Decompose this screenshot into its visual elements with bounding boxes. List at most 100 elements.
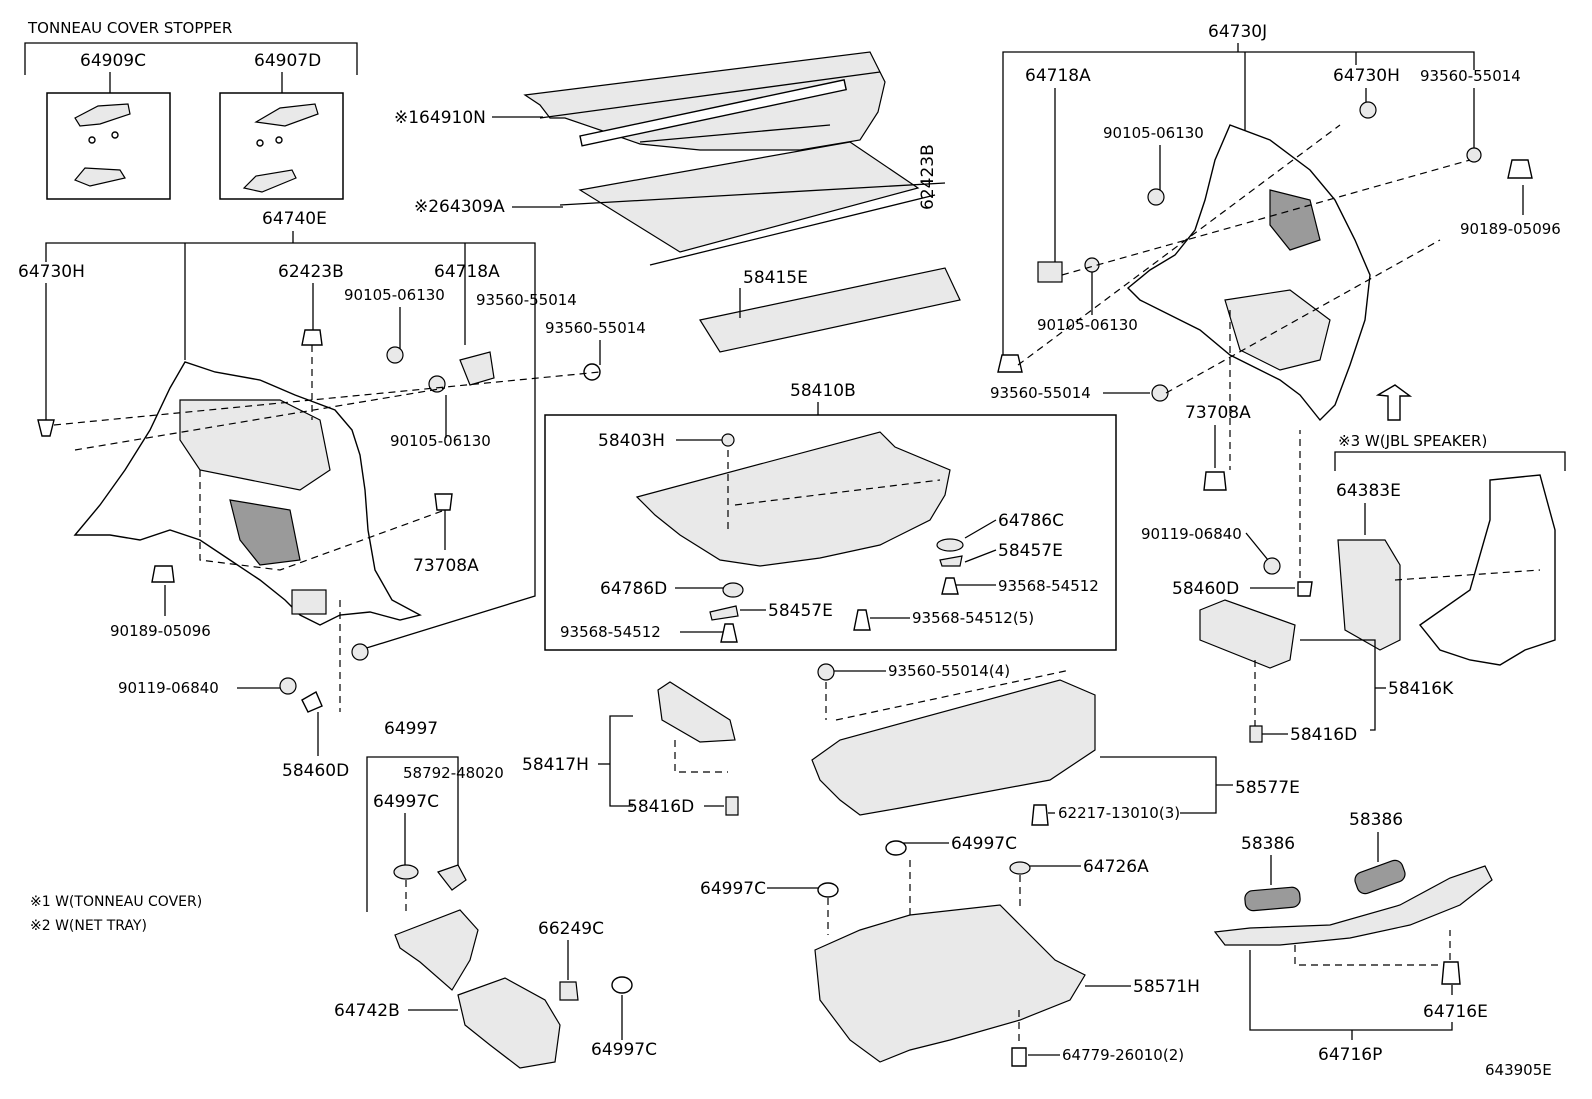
floor-mat-58415E [699, 267, 961, 353]
stopper-box-left [46, 92, 171, 200]
note-3-label: ※3 W(JBL SPEAKER) [1338, 432, 1487, 450]
label-58416K: 58416K [1388, 679, 1454, 699]
label-64909C: 64909C [80, 51, 146, 71]
label-90119-06840-left: 90119-06840 [118, 679, 219, 697]
side-box-58416K [1199, 599, 1296, 669]
label-90105-06130-d: 90105-06130 [1037, 316, 1138, 334]
label-64742B: 64742B [334, 1001, 400, 1021]
label-58571H: 58571H [1133, 977, 1200, 997]
label-64730H-right: 64730H [1333, 66, 1400, 86]
label-90105-06130-a: 90105-06130 [344, 286, 445, 304]
label-73708A-right: 73708A [1185, 403, 1251, 423]
cargo-net [578, 141, 920, 253]
label-93568-54512-b: 93568-54512 [560, 623, 661, 641]
scuff-plate-group: 58386 58386 64716E 64716P [1213, 810, 1493, 1065]
label-58457E-b: 58457E [768, 601, 833, 621]
bracket-64742B-group: 64742B 66249C 64997C [334, 919, 657, 1069]
label-64718A-left: 64718A [434, 262, 500, 282]
label-64716E: 64716E [1423, 1002, 1488, 1022]
note-2-label: ※2 W(NET TRAY) [30, 918, 147, 934]
label-58403H: 58403H [598, 431, 665, 451]
label-58577E: 58577E [1235, 778, 1300, 798]
label-64730J: 64730J [1208, 22, 1267, 42]
label-58416D-mid: 58416D [627, 797, 694, 817]
left-side-trim-panel [73, 361, 422, 626]
tonneau-net-group: ※164910N ※264309A 58415E [394, 51, 961, 353]
label-64997C-c: 64997C [700, 879, 766, 899]
label-64383E: 64383E [1336, 481, 1401, 501]
label-64997C-b: 64997C [951, 834, 1017, 854]
label-64740E: 64740E [262, 209, 327, 229]
rear-sill-group: 93560-55014(4) 58577E 62217-13010(3) [811, 662, 1300, 826]
jbl-speaker-group: ※3 W(JBL SPEAKER) 64383E [1334, 432, 1566, 666]
label-58416D-right: 58416D [1290, 725, 1357, 745]
stopper-box-right [219, 92, 344, 200]
label-73708A-left: 73708A [413, 556, 479, 576]
label-64726A: 64726A [1083, 857, 1149, 877]
tonneau-header-label: TONNEAU COVER STOPPER [27, 19, 232, 37]
deck-board-box [544, 414, 1117, 651]
label-58792-48020: 58792-48020 [403, 764, 504, 782]
label-93560-55014-c: 93560-55014 [1420, 67, 1521, 85]
label-93560-55014-a: 93560-55014 [476, 291, 577, 309]
rear-sill-58577E [811, 679, 1096, 816]
label-64997C-d: 64997C [591, 1040, 657, 1060]
reflector-58386-a [1244, 886, 1301, 912]
label-93560-55014-b: 93560-55014 [545, 319, 646, 337]
speaker-trim-section [1418, 474, 1556, 666]
label-58417H: 58417H [522, 755, 589, 775]
deck-board [635, 431, 951, 567]
label-58415E: 58415E [743, 268, 808, 288]
label-90119-06840-right: 90119-06840 [1141, 525, 1242, 543]
label-93560-55014-4: 93560-55014(4) [888, 662, 1010, 680]
label-90189-05096-right: 90189-05096 [1460, 220, 1561, 238]
label-64718A-right: 64718A [1025, 66, 1091, 86]
label-93568-54512-a: 93568-54512 [998, 577, 1099, 595]
label-64716P: 64716P [1318, 1045, 1382, 1065]
label-66249C: 66249C [538, 919, 604, 939]
scuff-plate-64716P [1213, 865, 1493, 946]
assembly-64997-group: 64997 58792-48020 64997C [366, 719, 504, 991]
label-58460D-left: 58460D [282, 761, 349, 781]
note-1-label: ※1 W(TONNEAU COVER) [30, 894, 202, 910]
label-64910N: ※164910N [394, 108, 486, 128]
label-58460D-right: 58460D [1172, 579, 1239, 599]
right-box-group: 90119-06840 58460D 58416K 58416D [1141, 525, 1454, 745]
floor-panel-group: 64997C 64726A 64997C 58571H 64779-26010(… [700, 834, 1200, 1067]
bracket-58417H-group: 58417H 58416D [522, 681, 739, 817]
tonneau-cover [523, 51, 886, 151]
label-62217-13010-3: 62217-13010(3) [1058, 804, 1180, 822]
label-90105-06130-b: 90105-06130 [390, 432, 491, 450]
floor-panel-58571H [814, 904, 1086, 1063]
bracket-64742B [457, 977, 561, 1069]
label-64779-26010-2: 64779-26010(2) [1062, 1046, 1184, 1064]
net-tray-bar-top [579, 79, 848, 147]
label-64997: 64997 [384, 719, 438, 739]
bracket-58417H [657, 681, 736, 743]
label-90105-06130-c: 90105-06130 [1103, 124, 1204, 142]
label-64997C-a: 64997C [373, 792, 439, 812]
label-64309A: ※264309A [414, 197, 505, 217]
label-58410B: 58410B [790, 381, 856, 401]
label-64786D: 64786D [600, 579, 667, 599]
label-58457E-a: 58457E [998, 541, 1063, 561]
assembly-64997 [394, 909, 479, 991]
label-93560-55014-d: 93560-55014 [990, 384, 1091, 402]
tonneau-cover-stopper-group: TONNEAU COVER STOPPER 64909C 64907D [24, 19, 358, 200]
reflector-58386-b [1354, 859, 1406, 895]
label-58386-a: 58386 [1241, 834, 1295, 854]
label-62423B-left: 62423B [278, 262, 344, 282]
label-93568-54512-5: 93568-54512(5) [912, 609, 1034, 627]
label-64786C: 64786C [998, 511, 1064, 531]
label-62423B-right: 62423B [918, 144, 938, 210]
label-90189-05096-left: 90189-05096 [110, 622, 211, 640]
right-side-trim-group: 64730J 64718A 64730H 93560-55014 62423B … [918, 22, 1561, 590]
label-64907D: 64907D [254, 51, 321, 71]
right-side-trim-panel [1126, 124, 1371, 422]
left-side-trim-group: 64740E 64730H 62423B 64718A 90105-06130 … [18, 209, 646, 781]
deck-board-group: 58410B 58403H 64786C 58457E 93568-54512 … [544, 381, 1117, 651]
label-64730H-left: 64730H [18, 262, 85, 282]
diagram-id-label: 643905E [1485, 1061, 1552, 1079]
label-58386-b: 58386 [1349, 810, 1403, 830]
